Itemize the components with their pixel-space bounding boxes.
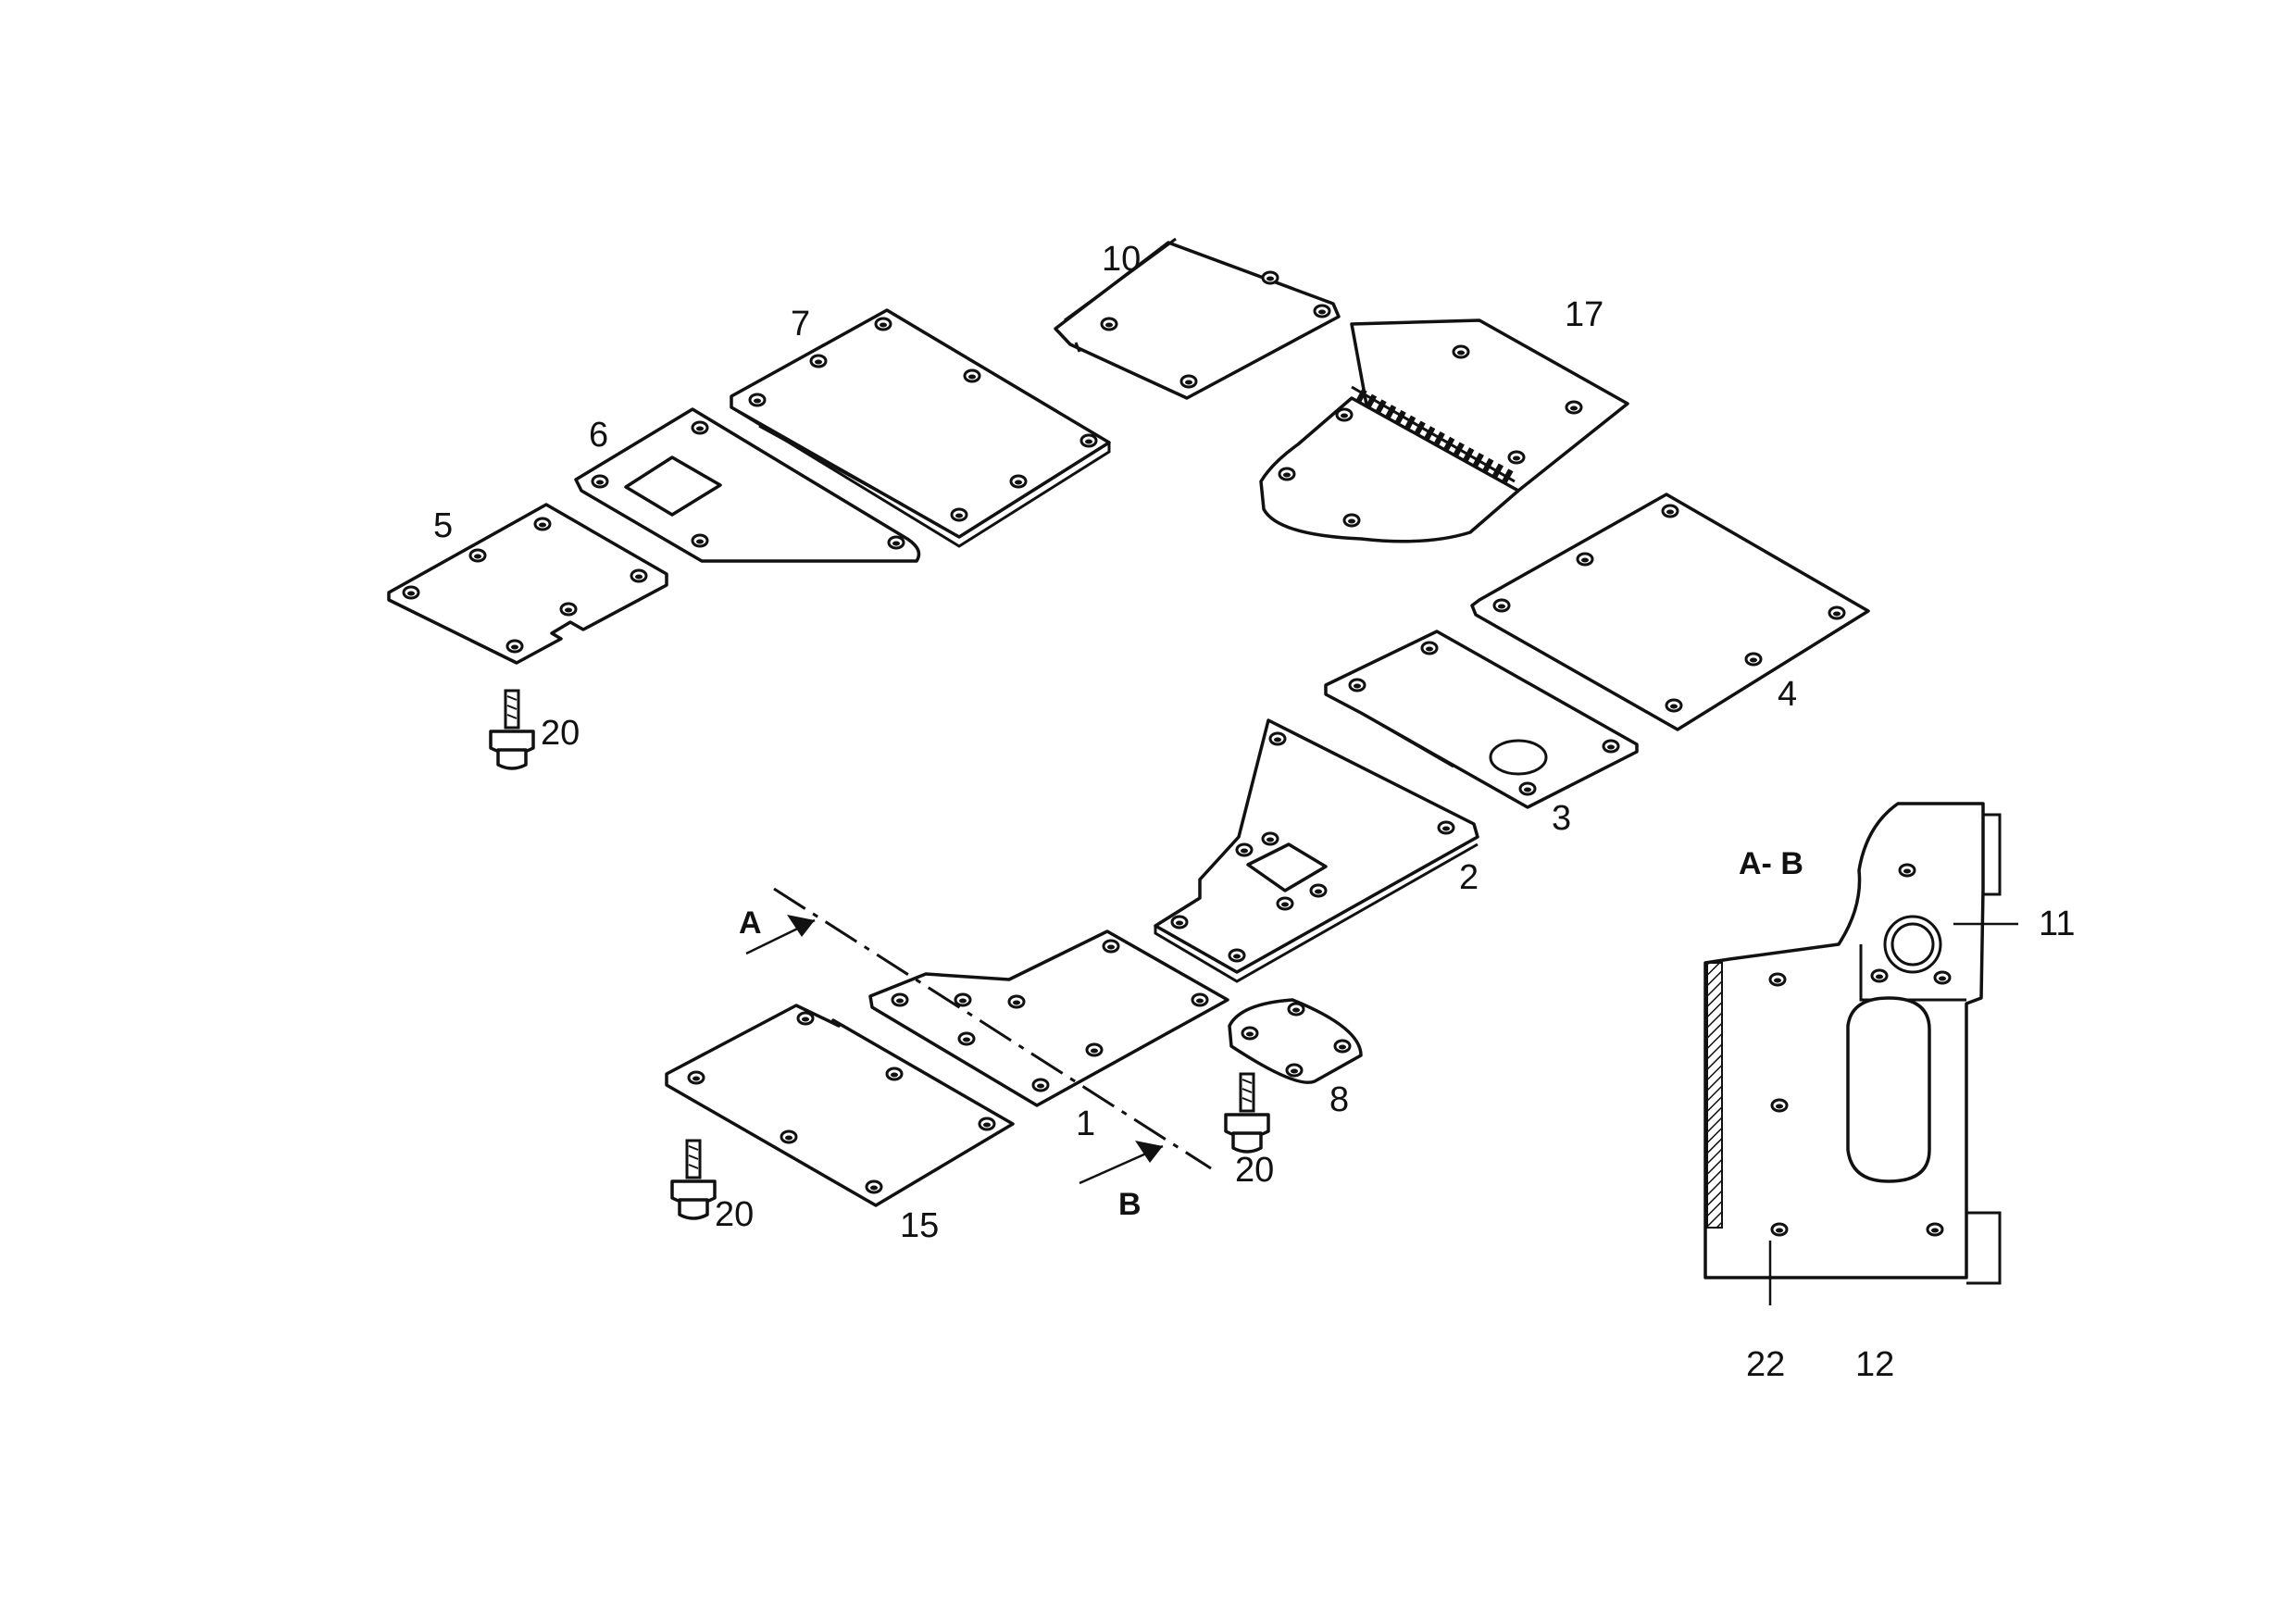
section-view-a-b [1703,802,2018,1305]
plate-3 [1324,630,1639,809]
bolt-20-bottom [670,1139,717,1220]
plate-5 [387,503,668,665]
label-part-8: 8 [1329,1080,1349,1119]
label-part-4: 4 [1778,675,1797,714]
label-part-11: 11 [2039,905,2075,943]
section-arrow-b-label: B [1118,1187,1142,1222]
plate-10 [1054,237,1341,400]
section-arrow-a-label: A [739,905,762,941]
plate-17-hinge [1259,318,1629,543]
plate-6 [574,407,921,563]
label-part-6: 6 [589,416,608,455]
bolt-20-top [489,689,535,770]
label-part-5: 5 [433,506,453,545]
label-part-3: 3 [1552,799,1571,838]
plate-8 [1228,998,1363,1084]
label-bolt-20-top: 20 [541,714,580,753]
label-part-1: 1 [1076,1104,1095,1143]
label-part-22: 22 [1746,1345,1785,1384]
bolt-20-middle [1224,1072,1270,1154]
label-part-10: 10 [1102,240,1141,279]
plate-2 [1154,718,1479,983]
label-bolt-20-bottom: 20 [715,1195,754,1234]
plate-7 [730,308,1111,548]
label-part-12: 12 [1855,1345,1894,1384]
label-part-17: 17 [1565,295,1603,334]
plate-4 [1470,493,1870,731]
label-part-2: 2 [1459,858,1479,897]
section-line-a-b [745,887,1212,1185]
section-title: A- B [1739,846,1803,881]
plate-1 [868,930,1229,1107]
label-part-7: 7 [791,305,810,343]
label-bolt-20-middle: 20 [1235,1151,1274,1190]
label-part-15: 15 [900,1206,939,1245]
plate-15 [665,1004,1015,1207]
